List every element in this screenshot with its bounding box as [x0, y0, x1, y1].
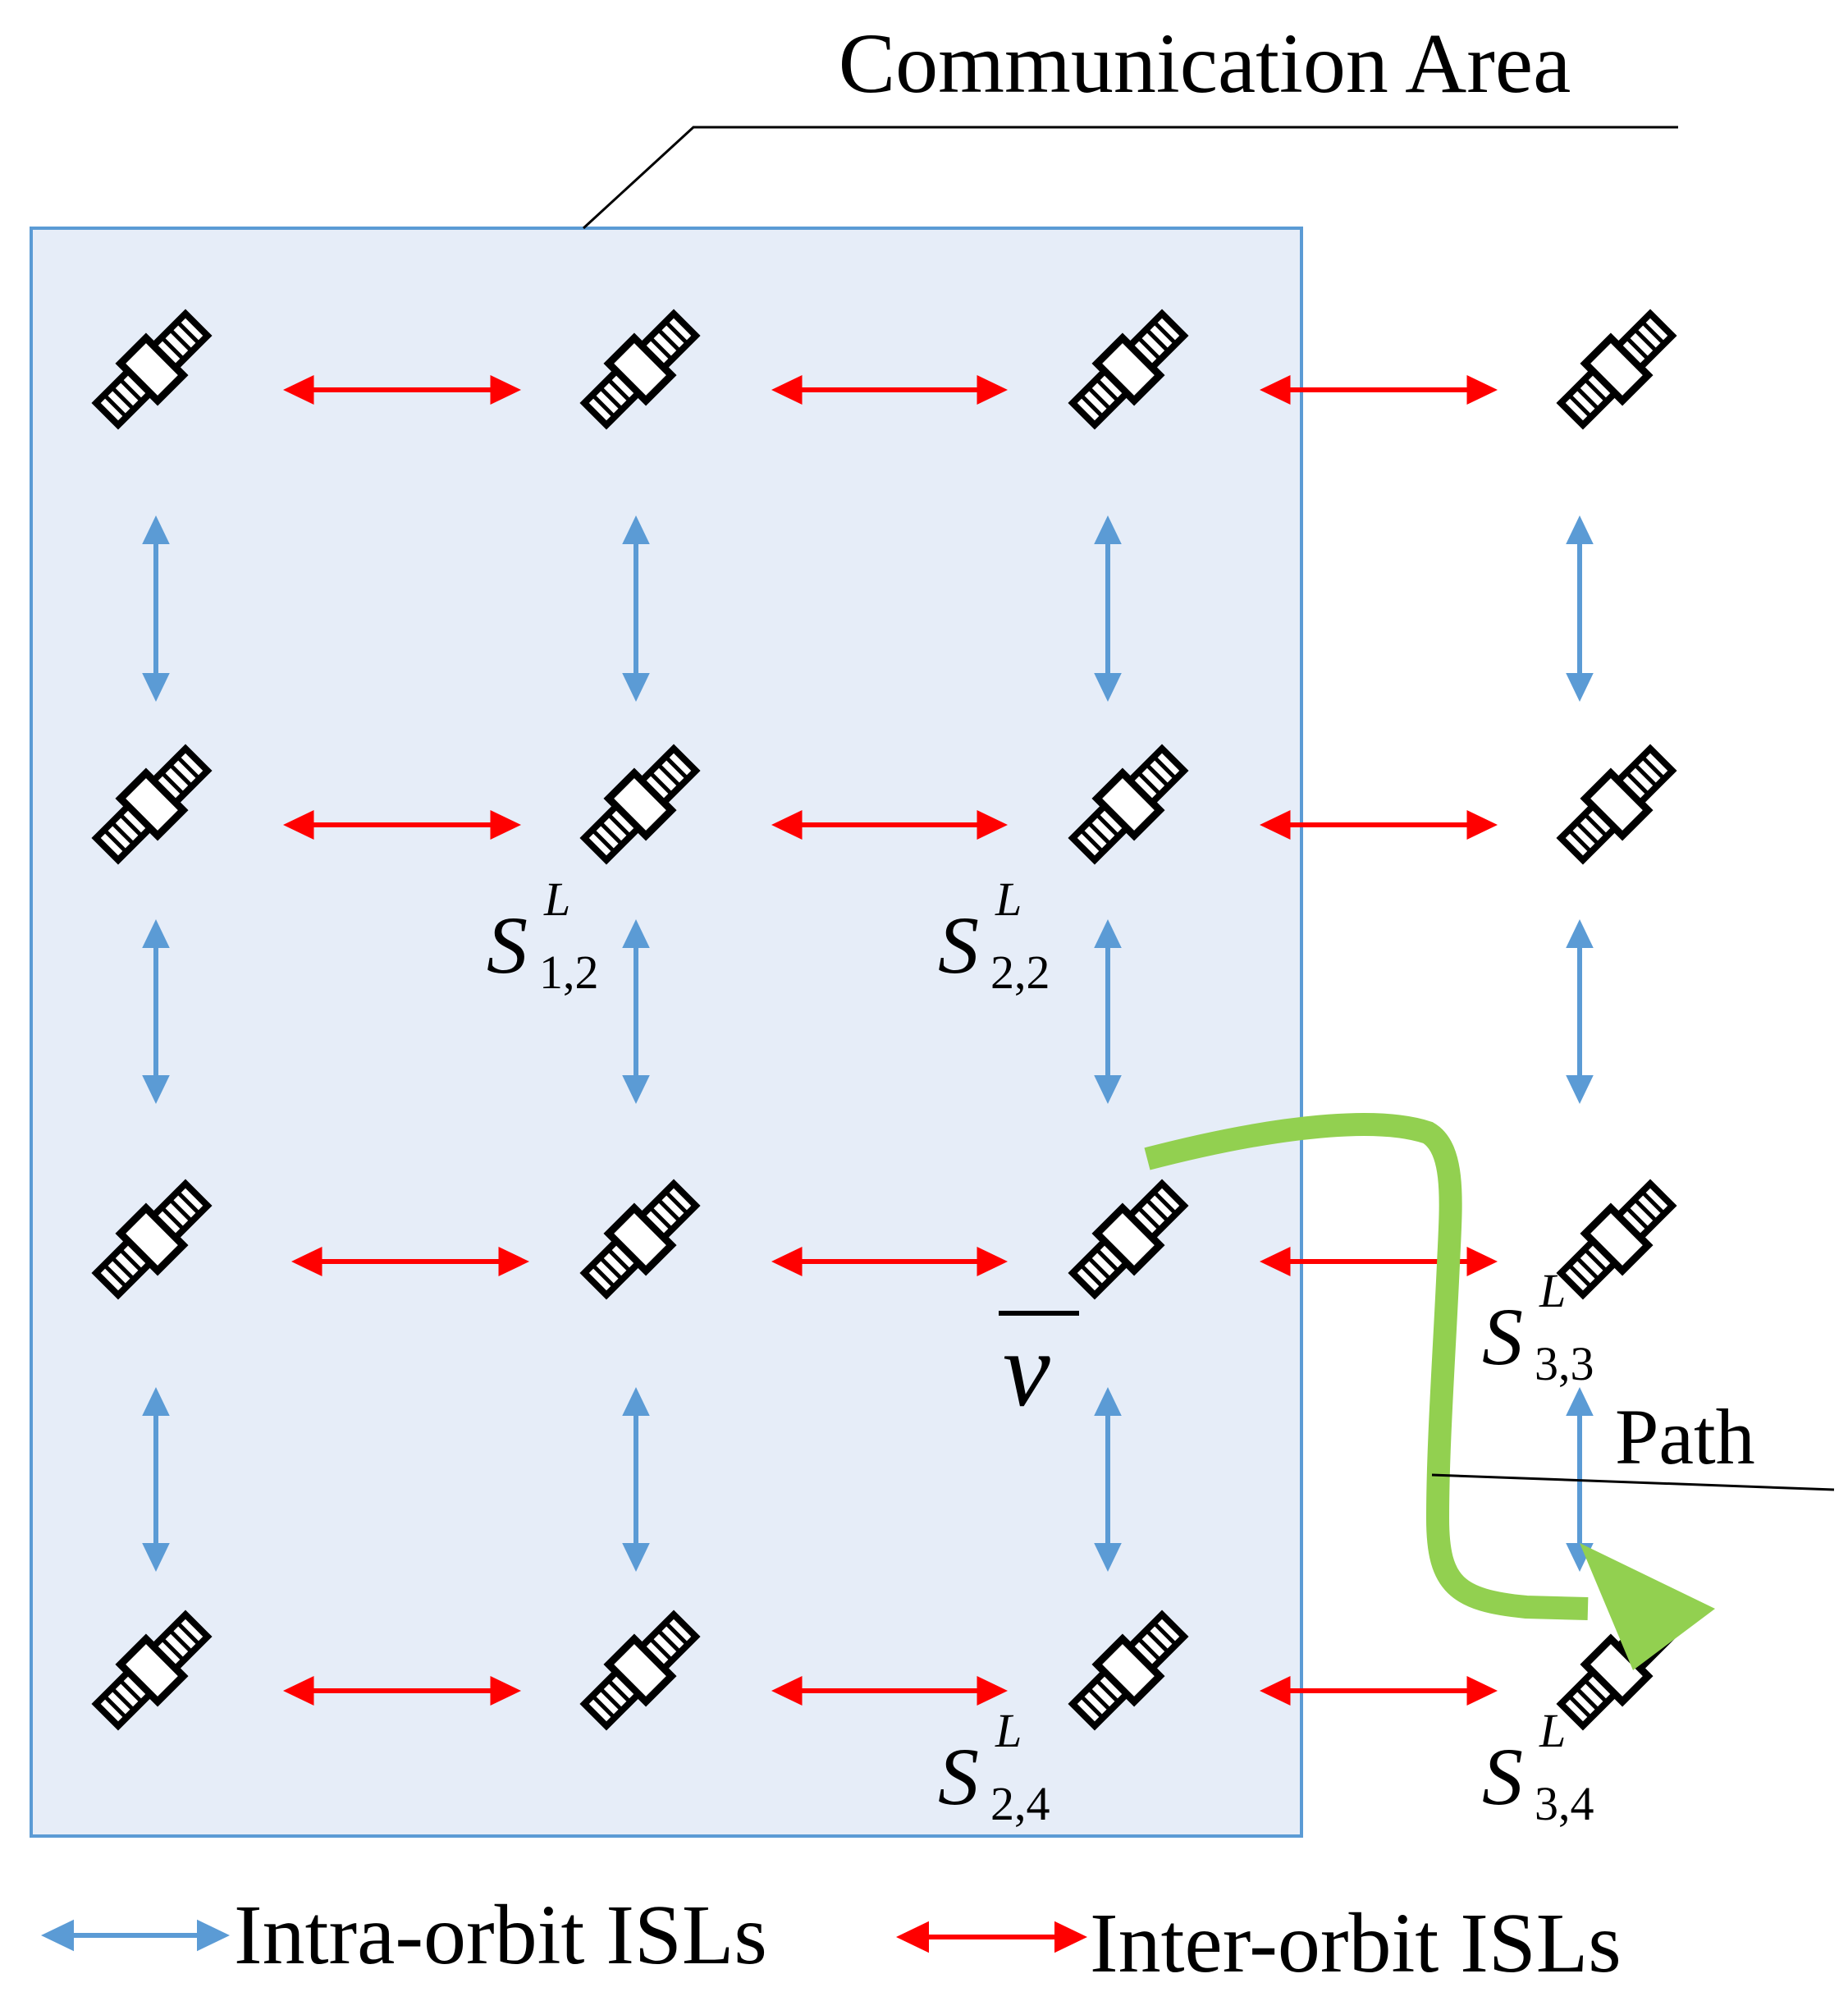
legend-inter-label: Inter-orbit ISLs — [1090, 1896, 1622, 1990]
routing-path-arrowhead — [1580, 1543, 1715, 1670]
intra-orbit-link — [622, 919, 650, 1104]
legend: Intra-orbit ISLs Inter-orbit ISLs — [41, 1888, 1622, 1990]
svg-text:L: L — [995, 872, 1022, 926]
legend-intra-arrow — [41, 1919, 230, 1952]
communication-area-box — [30, 227, 1303, 1838]
svg-text:S: S — [1482, 1731, 1523, 1822]
inter-orbit-link — [771, 810, 1008, 840]
inter-orbit-link — [283, 810, 521, 840]
legend-intra-label: Intra-orbit ISLs — [234, 1888, 767, 1982]
path-leader-line — [1431, 1473, 1835, 1491]
inter-orbit-link — [1260, 810, 1498, 840]
svg-text:S: S — [1482, 1291, 1523, 1382]
intra-orbit-link — [142, 1387, 170, 1572]
satellite-label: S L 2,2 — [938, 872, 1050, 999]
intra-orbit-link — [142, 515, 170, 702]
inter-orbit-link — [771, 1247, 1008, 1276]
svg-text:L: L — [1539, 1704, 1566, 1757]
inter-orbit-link — [1260, 375, 1498, 405]
svg-text:2,2: 2,2 — [990, 946, 1050, 999]
satellite-label: S L 2,4 — [938, 1704, 1050, 1830]
path-label: Path — [1615, 1393, 1755, 1481]
satellite-label: S L 3,4 — [1482, 1704, 1594, 1830]
svg-text:L: L — [1539, 1264, 1566, 1317]
intra-orbit-link — [622, 515, 650, 702]
inter-orbit-link — [771, 375, 1008, 405]
svg-text:3,4: 3,4 — [1535, 1777, 1594, 1830]
intra-orbit-link — [1566, 515, 1594, 702]
routing-path — [1144, 1113, 1589, 1620]
svg-text:S: S — [938, 1731, 979, 1822]
velocity-symbol: v — [1003, 1311, 1050, 1429]
svg-text:L: L — [543, 872, 570, 926]
satellite-icon — [1553, 1176, 1680, 1303]
legend-inter-arrow — [896, 1921, 1087, 1953]
intra-orbit-link — [1094, 1387, 1122, 1572]
legend-intra-arrow-shape — [41, 1919, 230, 1952]
intra-orbit-link — [1094, 919, 1122, 1104]
intra-orbit-link — [1094, 515, 1122, 702]
satellite-label: S L 3,3 — [1482, 1264, 1594, 1390]
intra-orbit-link — [142, 919, 170, 1104]
isl-links — [142, 375, 1594, 1706]
svg-text:3,3: 3,3 — [1535, 1337, 1594, 1390]
svg-text:S: S — [487, 900, 528, 991]
svg-text:1,2: 1,2 — [539, 946, 599, 999]
inter-orbit-link — [771, 1676, 1008, 1706]
inter-orbit-link — [1260, 1676, 1498, 1706]
intra-orbit-link — [1566, 919, 1594, 1104]
legend-inter-arrow-shape — [896, 1921, 1087, 1953]
svg-text:L: L — [995, 1704, 1022, 1757]
svg-text:2,4: 2,4 — [990, 1777, 1050, 1830]
title-leader-line — [582, 126, 1678, 230]
diagram-title: Communication Area — [839, 16, 1571, 111]
satellite-label: S L 1,2 — [487, 872, 599, 999]
intra-orbit-link — [622, 1387, 650, 1572]
svg-text:S: S — [938, 900, 979, 991]
satellite-icon — [1553, 306, 1680, 433]
satellite-icon — [1553, 741, 1680, 868]
inter-orbit-link — [283, 1676, 521, 1706]
inter-orbit-link — [283, 375, 521, 405]
inter-orbit-link — [291, 1247, 529, 1276]
